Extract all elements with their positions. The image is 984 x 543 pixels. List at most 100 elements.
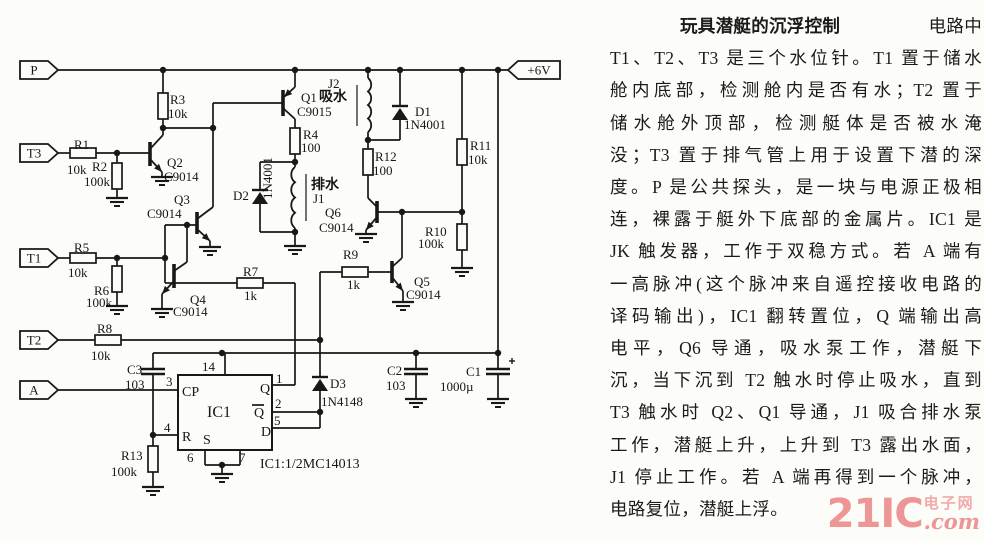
emitter-arrow-icon bbox=[366, 221, 374, 230]
watermark-site: .com bbox=[923, 509, 980, 534]
schematic-label: 10k bbox=[91, 348, 111, 363]
schematic-label: R3 bbox=[170, 92, 185, 107]
emitter-arrow-icon bbox=[395, 282, 403, 291]
schematic-label: 100k bbox=[84, 174, 111, 189]
article-line: J1 停止工作。若 A 端再得到一个脉冲， bbox=[610, 466, 982, 487]
terminal-T2 bbox=[19, 330, 60, 350]
resistor-icon bbox=[236, 277, 264, 289]
article-line: T3 触水时 Q2、Q1 导通，J1 吸合排水泵 bbox=[610, 402, 982, 423]
schematic-label: C9014 bbox=[319, 220, 354, 235]
junction-dot bbox=[364, 66, 372, 74]
schematic-label: 10k bbox=[168, 106, 188, 121]
schematic-label: CP bbox=[182, 385, 199, 400]
junction-dot bbox=[183, 221, 191, 229]
article-body: T1、T2、T3 是三个水位针。T1 置于储水舱内底部，检测舱内是否有水；T2 … bbox=[610, 42, 982, 525]
relay-coil bbox=[290, 166, 297, 229]
article-title: 玩具潜艇的沉浮控制 bbox=[680, 16, 841, 36]
schematic-label: D1 bbox=[415, 104, 431, 119]
ic-box bbox=[177, 374, 273, 451]
emitter-arrow-icon bbox=[284, 89, 293, 97]
schematic-label: R7 bbox=[243, 264, 259, 279]
emitter-arrow-icon bbox=[201, 233, 210, 241]
schematic-label: 103 bbox=[386, 378, 406, 393]
transistor-collector bbox=[173, 261, 188, 272]
schematic-label: 1N4001 bbox=[260, 157, 275, 199]
article-line: 译码输出)，IC1 翻转置位，Q 端输出高 bbox=[610, 305, 982, 326]
junction-dot bbox=[396, 66, 404, 74]
article-line: 沉，当下沉到 T2 触水时停止吸水，直到 bbox=[610, 370, 982, 391]
emitter-arrow-icon bbox=[162, 285, 170, 294]
schematic-label: 14 bbox=[202, 359, 216, 374]
junction-dot bbox=[113, 149, 121, 157]
schematic-label: C9014 bbox=[147, 206, 182, 221]
schematic-label: 100 bbox=[301, 140, 321, 155]
schematic-label: Q1 bbox=[301, 90, 317, 105]
junction-dot bbox=[316, 408, 324, 416]
junction-dot bbox=[458, 66, 466, 74]
junction-dot bbox=[494, 66, 502, 74]
schematic-label: D bbox=[261, 425, 271, 440]
schematic-label: Q5 bbox=[414, 274, 430, 289]
transistor-collector bbox=[391, 257, 403, 268]
schematic-label: 3 bbox=[166, 374, 173, 389]
terminal-T1 bbox=[19, 248, 60, 268]
emitter-arrow-icon bbox=[154, 163, 162, 172]
terminal-label: T2 bbox=[27, 333, 41, 348]
junction-dot bbox=[159, 66, 167, 74]
schematic-label: S bbox=[203, 433, 211, 448]
resistor-icon bbox=[69, 147, 97, 159]
schematic-label: R10 bbox=[425, 224, 447, 239]
transistor-collector bbox=[196, 206, 214, 220]
schematic-label: Q3 bbox=[174, 192, 190, 207]
junction-dot bbox=[218, 349, 226, 357]
schematic-label: 1N4001 bbox=[404, 117, 446, 132]
schematic-label: 1k bbox=[244, 288, 258, 303]
resistor-icon bbox=[111, 162, 123, 190]
schematic-label: R5 bbox=[74, 240, 89, 255]
junction-dot bbox=[291, 158, 299, 166]
schematic-label: 1N4148 bbox=[321, 394, 363, 409]
schematic-label: 1k bbox=[347, 277, 361, 292]
schematic-label: 吸水 bbox=[319, 88, 348, 105]
schematic-label: Q bbox=[254, 406, 264, 421]
article-line: JK 触发器，工作于双稳方式。若 A 端有 bbox=[610, 241, 982, 262]
article-line: 度。P 是公共探头，是一块与电源正极相 bbox=[610, 177, 982, 198]
schematic-label: IC1:1/2MC14013 bbox=[260, 457, 360, 472]
article-title-line: 玩具潜艇的沉浮控制电路中 bbox=[610, 10, 982, 42]
terminal-P bbox=[19, 60, 60, 80]
schematic-label: IC1 bbox=[207, 404, 231, 421]
article-line: 没；T3 置于排气管上用于设置下潜的深 bbox=[610, 144, 982, 165]
watermark-brand: 21IC bbox=[826, 491, 924, 537]
terminal-label: P bbox=[30, 63, 37, 78]
resistor-icon bbox=[289, 127, 301, 155]
site-watermark: 21IC 电子网 .com bbox=[826, 491, 980, 537]
transistor-collector bbox=[367, 197, 378, 208]
article-line: 一高脉冲(这个脉冲来自遥控接收电路的 bbox=[610, 273, 982, 294]
resistor-icon bbox=[456, 138, 468, 166]
schematic-label: 7 bbox=[239, 450, 246, 465]
terminal-A bbox=[19, 380, 60, 400]
schematic-label: Q bbox=[260, 382, 270, 397]
schematic-label: 2 bbox=[275, 396, 282, 411]
article-line: 舱内底部，检测舱内是否有水；T2 置于 bbox=[610, 80, 982, 101]
schematic-label: Q2 bbox=[167, 155, 183, 170]
schematic-label: C9015 bbox=[297, 104, 332, 119]
schematic-label: R4 bbox=[303, 127, 319, 142]
junction-dot bbox=[161, 254, 169, 262]
schematic-label: C9014 bbox=[406, 287, 441, 302]
schematic-label: R8 bbox=[97, 321, 112, 336]
watermark-right: 电子网 .com bbox=[923, 497, 980, 534]
schematic-label: R9 bbox=[343, 247, 358, 262]
schematic-label: R bbox=[182, 430, 192, 445]
schematic-label: Q4 bbox=[190, 292, 206, 307]
resistor-icon bbox=[111, 265, 123, 293]
schematic-label: C2 bbox=[387, 363, 402, 378]
resistor-icon bbox=[456, 223, 468, 251]
schematic-label: R2 bbox=[92, 159, 107, 174]
schematic-label: C1 bbox=[466, 364, 481, 379]
junction-dot bbox=[398, 208, 406, 216]
resistor-icon bbox=[94, 334, 122, 346]
schematic-label: R6 bbox=[94, 283, 110, 298]
